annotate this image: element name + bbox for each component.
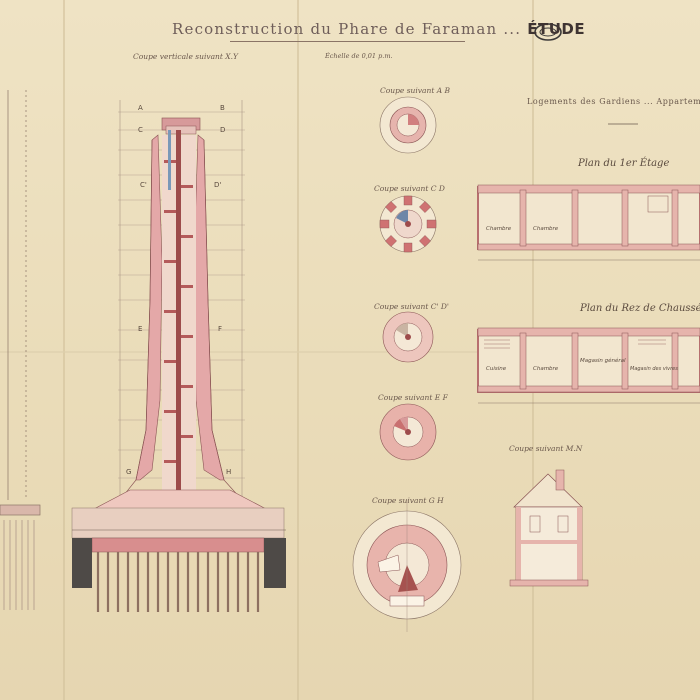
room-label: Magasin général [580,358,626,364]
scale-label: Échelle de 0,01 p.m. [325,52,393,60]
section-ab-drawing [379,96,437,154]
tower-letter-f: F [218,325,223,333]
plan-ground-floor [477,327,700,404]
section-mn-label: Coupe suivant M.N [509,444,583,453]
room-label: Cuisine [486,366,507,372]
tower-letter-a: A [138,104,143,112]
section-cd-drawing [379,195,437,253]
tower-letter-c: C [138,126,143,134]
tower-section [71,100,286,612]
tower-letter-b: B [220,104,225,112]
title-study: ÉTUDE [527,20,586,38]
tower-letter-h: H [226,468,232,476]
keepers-housing-label: Logements des Gardiens ... Appartements … [527,97,700,106]
tower-letter-d-prime: D' [214,181,222,189]
room-label: Chambre [533,366,559,372]
section-ab-label: Coupe suivant A B [380,86,451,95]
room-label: Magasin des vivres [630,366,678,372]
room-label: Chambre [486,226,512,232]
tower-letter-d: D [220,126,226,134]
section-ef-drawing [379,403,437,461]
plan-first-floor-label: Plan du 1er Étage [578,158,670,169]
title-sep: ... [503,20,522,38]
tower-letter-c-prime: C' [140,181,147,189]
plan-first-floor [477,123,700,261]
left-partial-drawing [0,90,41,610]
section-cd2-drawing [382,311,434,363]
plan-ground-floor-label: Plan du Rez de Chaussée [580,303,700,314]
stamp-mark [534,23,562,41]
sheet-title: Reconstruction du Phare de Faraman ... É… [172,20,585,38]
section-gh-drawing [352,500,462,632]
section-cd-label: Coupe suivant C D [374,184,445,193]
section-cd2-label: Coupe suivant C' D' [374,302,449,311]
section-gh-label: Coupe suivant G H [372,496,444,505]
title-underline [230,41,465,42]
tower-letter-e: E [138,325,143,333]
section-ef-label: Coupe suivant E F [378,393,448,402]
vertical-section-label: Coupe verticale suivant X.Y [133,52,238,61]
title-main: Reconstruction du Phare de Faraman [172,20,498,38]
tower-letter-g: G [126,468,132,476]
room-label: Chambre [533,226,559,232]
section-mn-drawing [509,469,589,587]
